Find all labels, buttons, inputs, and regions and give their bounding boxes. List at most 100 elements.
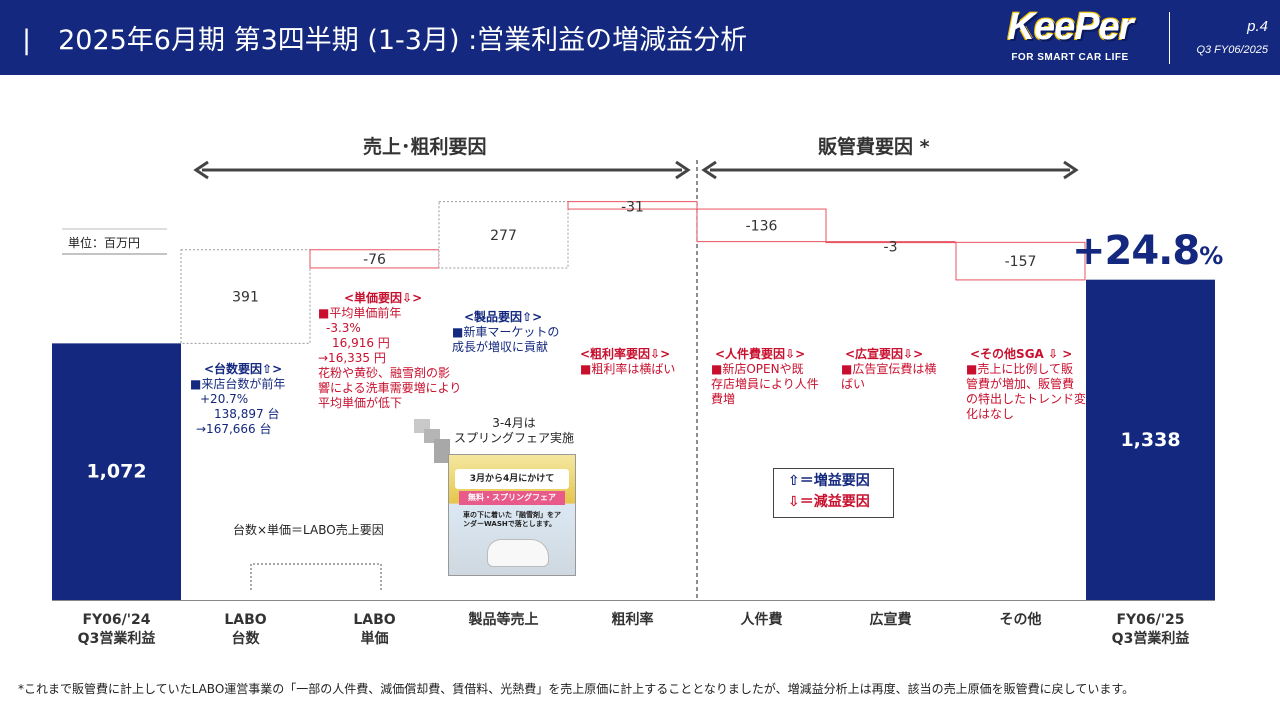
growth-number: +24.8: [1072, 228, 1200, 274]
annotation-line: ばい: [841, 377, 866, 391]
annotation-title: <粗利率要因⇩>: [580, 347, 671, 361]
page-title: | 2025年6月期 第3四半期 (1-3月) :営業利益の増減益分析: [22, 25, 748, 56]
spring-fair-line: スプリングフェア実施: [454, 431, 575, 445]
annotation-line: ■新車マーケットの: [452, 325, 560, 339]
document-stack-icon: [434, 439, 450, 463]
annotation-gross-margin: <粗利率要因⇩> ■粗利率は横ばい: [580, 347, 675, 377]
spring-fair-promo-image: 3月から4月にかけて 無料・スプリングフェア 車の下に着いた「融雪剤」をアンダー…: [448, 454, 576, 576]
category-label: 人件費: [697, 611, 827, 630]
value-label-3: 277: [490, 228, 517, 244]
annotation-personnel: <人件費要因⇩> ■新店OPENや既 存店増員により人件 費増: [711, 347, 819, 407]
annotation-line: ■平均単価前年: [318, 306, 402, 320]
spring-fair-note: 3-4月は スプリングフェア実施: [454, 416, 574, 446]
category-label-line: その他: [999, 612, 1042, 628]
category-label: その他: [956, 611, 1086, 630]
annotation-line: →16,335 円: [318, 351, 386, 365]
annotation-line: 化はなし: [966, 407, 1015, 421]
value-label-4: -31: [621, 200, 644, 216]
sales-range-arrow-head-left: [193, 160, 209, 180]
page-number: p.4: [1247, 18, 1268, 35]
bar-5: [696, 208, 827, 243]
annotation-line: 16,916 円: [332, 336, 390, 350]
category-label-line: Q3営業利益: [1111, 631, 1190, 647]
annotation-line: 平均単価が低下: [318, 396, 403, 410]
annotation-labo-count: <台数要因⇧> ■来店台数が前年 +20.7% 138,897 台 →167,6…: [190, 362, 285, 437]
growth-label: +24.8%: [1072, 228, 1223, 274]
annotation-line: →167,666 台: [196, 422, 272, 436]
category-label: 粗利率: [568, 611, 698, 630]
growth-percent: %: [1199, 242, 1224, 270]
logo-wordmark: KeePer: [1007, 6, 1134, 48]
annotation-line: 成長が増収に貢献: [452, 340, 549, 354]
legend-increase: ⇧＝増益要因: [788, 473, 870, 489]
page-period: Q3 FY06/2025: [1196, 44, 1268, 56]
bar-8: [1086, 279, 1215, 600]
annotation-line: 響による洗車需要増により: [318, 381, 462, 395]
promo-body: 車の下に着いた「融雪剤」をアンダーWASHで落とします。: [463, 511, 561, 528]
category-label-line: LABO: [224, 612, 267, 628]
footnote: *これまで販管費に計上していたLABO運営事業の「一部の人件費、減価償却費、賃借…: [18, 682, 1135, 696]
keeper-logo: KeePer FOR SMART CAR LIFE: [985, 6, 1155, 69]
legend-box: ⇧＝増益要因 ⇩＝減益要因: [773, 468, 894, 518]
unit-label: 単位：百万円: [68, 236, 141, 250]
category-label-line: 台数: [231, 631, 260, 647]
category-label-line: FY06/'24: [82, 612, 151, 628]
value-label-1: 391: [232, 290, 259, 306]
sga-range-arrow-head-left: [701, 160, 717, 180]
promo-headline: 3月から4月にかけて: [455, 469, 569, 489]
category-label-line: 単価: [360, 631, 389, 647]
sga-range-arrow-head-right: [1063, 160, 1079, 180]
logo-tagline: FOR SMART CAR LIFE: [1011, 52, 1129, 63]
spring-fair-line: 3-4月は: [492, 416, 536, 430]
annotation-line: 存店増員により人件: [711, 377, 819, 391]
value-label-6: -3: [884, 240, 898, 256]
category-label-line: FY06/'25: [1116, 612, 1185, 628]
section-sga-factors: 販管費要因 *: [818, 136, 930, 158]
category-label-line: LABO: [353, 612, 396, 628]
annotation-line: ■粗利率は横ばい: [580, 362, 676, 376]
labo-total-note: 台数×単価＝LABO売上要因: [233, 523, 384, 537]
promo-badge: 無料・スプリングフェア: [459, 491, 565, 505]
annotation-title: <単価要因⇩>: [344, 291, 423, 305]
annotation-line: の特出したトレンド変: [966, 392, 1087, 406]
bar-3: [438, 201, 569, 269]
category-label-line: 人件費: [740, 612, 783, 628]
annotation-line: 花粉や黄砂、融雪剤の影: [318, 366, 451, 380]
bar-7: [955, 241, 1086, 281]
section-sales-factors: 売上･粗利要因: [363, 136, 487, 158]
value-label-8: 1,338: [1120, 429, 1180, 451]
legend-decrease: ⇩＝減益要因: [788, 494, 870, 510]
category-label-line: 製品等売上: [468, 612, 539, 628]
category-label-line: Q3営業利益: [77, 631, 156, 647]
bar-6: [825, 241, 956, 244]
bar-1: [180, 249, 311, 344]
annotation-line: 管費が増加、販管費: [966, 377, 1075, 391]
sales-range-arrow-head-right: [675, 160, 691, 180]
category-label: 製品等売上: [439, 611, 569, 630]
annotation-line: ■新店OPENや既: [711, 362, 804, 376]
annotation-title: <人件費要因⇩>: [715, 347, 806, 361]
value-label-2: -76: [363, 252, 386, 268]
category-label-line: 粗利率: [611, 612, 654, 628]
category-label: LABO 単価: [310, 611, 440, 649]
annotation-line: -3.3%: [326, 321, 361, 335]
category-label-line: 広宣費: [869, 612, 912, 628]
category-label: LABO 台数: [181, 611, 311, 649]
annotation-line: +20.7%: [200, 392, 249, 406]
value-label-0: 1,072: [86, 461, 146, 483]
annotation-line: ■売上に比例して販: [966, 362, 1073, 376]
category-label: 広宣費: [826, 611, 956, 630]
car-illustration: [487, 539, 549, 567]
annotation-other: <その他SGA ⇩ > ■売上に比例して販 管費が増加、販管費 の特出したトレン…: [966, 347, 1086, 422]
value-label-5: -136: [746, 218, 778, 234]
annotation-title: <台数要因⇧>: [204, 362, 283, 376]
annotation-title: <広宣要因⇩>: [845, 347, 924, 361]
annotation-title: <製品要因⇧>: [464, 310, 543, 324]
annotation-line: 費増: [711, 392, 736, 406]
annotation-advertising: <広宣要因⇩> ■広告宣伝費は横 ばい: [841, 347, 936, 392]
header-divider: [1169, 12, 1170, 64]
annotation-labo-price: <単価要因⇩> ■平均単価前年 -3.3% 16,916 円 →16,335 円…: [318, 291, 461, 411]
